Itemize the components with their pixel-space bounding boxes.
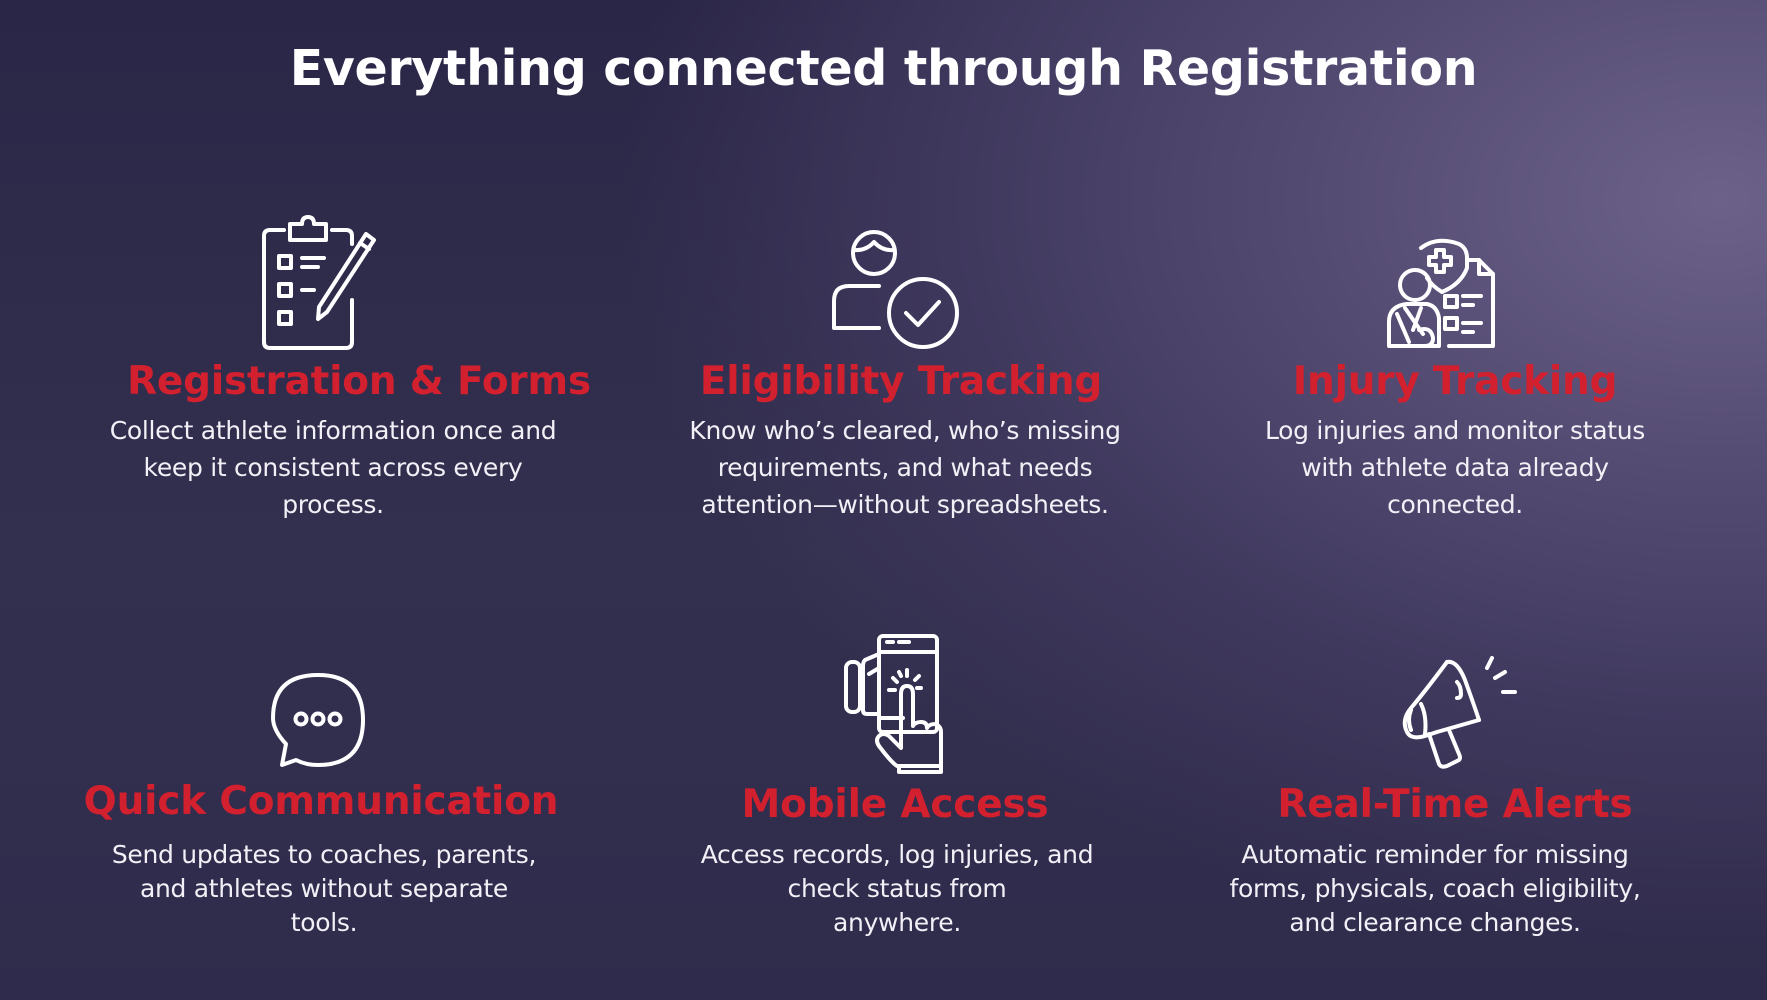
megaphone-icon <box>1397 654 1517 774</box>
feature-description: Collect athlete information once and kee… <box>109 416 557 519</box>
feature-title: Eligibility Tracking <box>699 359 1103 404</box>
feature-title: Quick Communication <box>83 779 559 824</box>
page-title: Everything connected through Registratio… <box>289 40 1478 97</box>
speech-bubble-icon <box>270 672 368 770</box>
feature-description: Know who’s cleared, who’s missing requir… <box>689 416 1121 519</box>
feature-description: Send updates to coaches, parents, and at… <box>111 840 537 937</box>
mobile-tap-icon <box>843 634 947 776</box>
feature-title: Real-Time Alerts <box>1277 782 1633 827</box>
user-check-icon <box>831 229 959 351</box>
clipboard-checklist-icon <box>262 215 382 351</box>
feature-title: Injury Tracking <box>1292 359 1618 404</box>
feature-title: Mobile Access <box>741 782 1049 827</box>
injured-athlete-medical-record-icon <box>1387 238 1499 350</box>
feature-title: Registration & Forms <box>127 359 591 404</box>
feature-description: Automatic reminder for missing forms, ph… <box>1229 840 1641 937</box>
feature-description: Access records, log injuries, and check … <box>700 840 1094 937</box>
feature-description: Log injuries and monitor status with ath… <box>1264 416 1646 519</box>
